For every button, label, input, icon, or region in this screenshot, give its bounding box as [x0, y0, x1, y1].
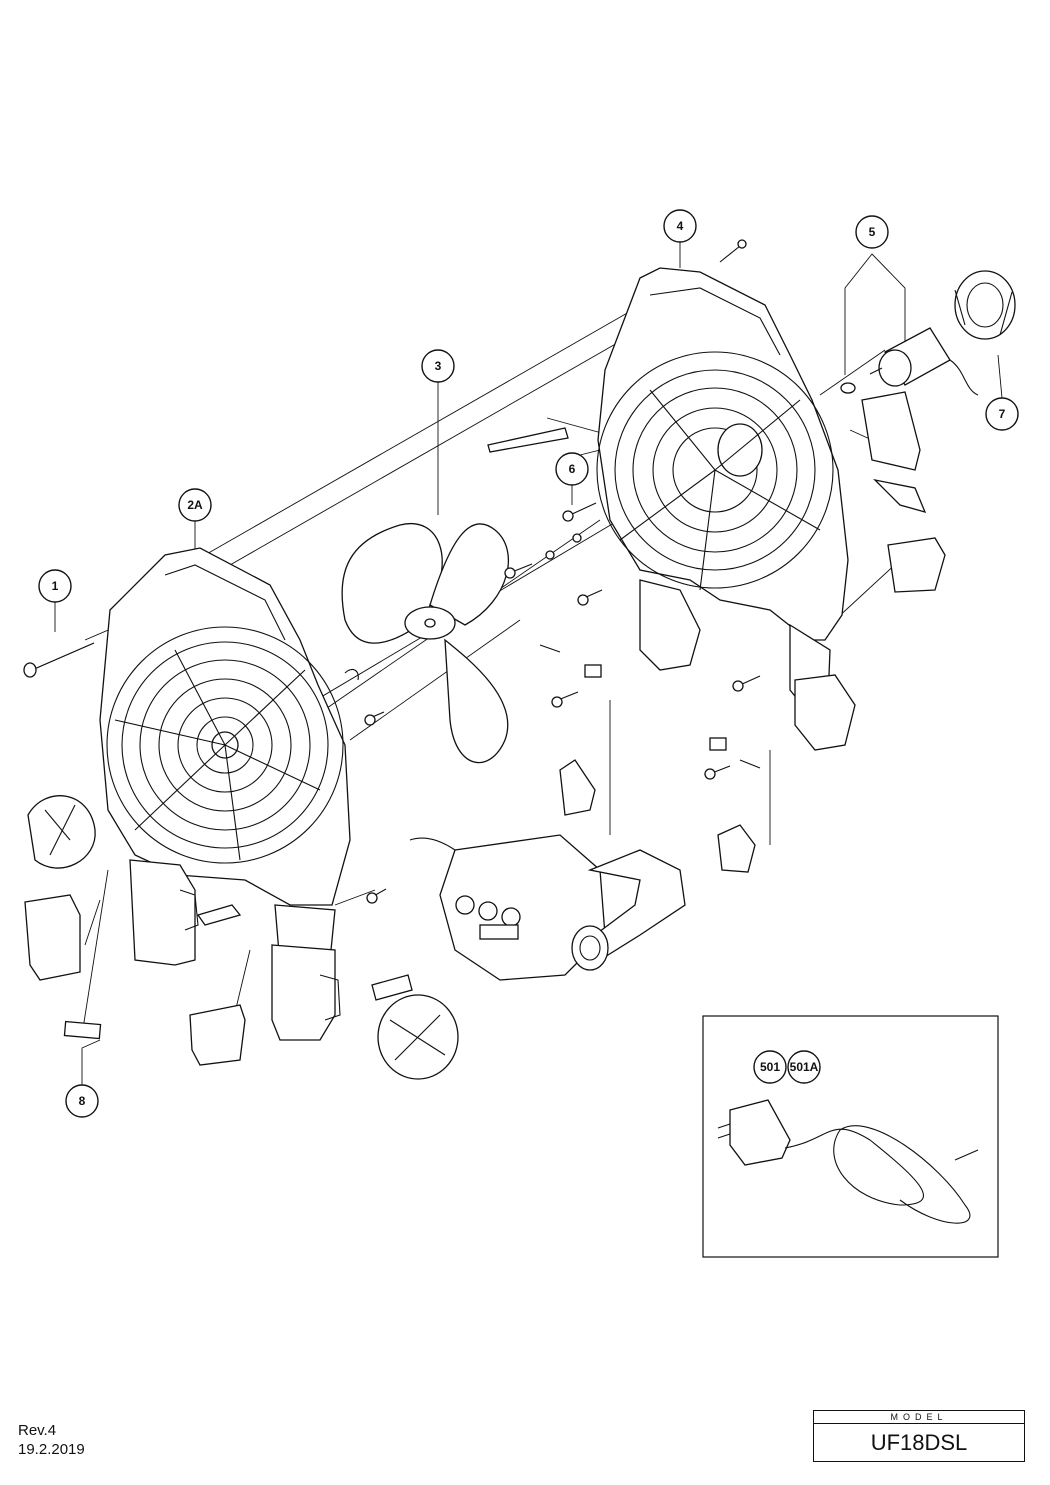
left-small-parts [24, 795, 459, 1080]
brackets-right [559, 391, 946, 873]
svg-text:6: 6 [569, 462, 576, 476]
revision-date: 19.2.2019 [18, 1441, 85, 1458]
small-screws [364, 239, 856, 904]
screw-g [704, 765, 731, 780]
callout-8: 8 [65, 1084, 99, 1118]
screw-f [732, 675, 761, 692]
svg-text:501: 501 [760, 1060, 780, 1074]
model-number: UF18DSL [870, 1430, 968, 1455]
part-2a-front-housing [99, 547, 351, 1041]
adapter-inset [702, 1015, 999, 1258]
screw-d [364, 711, 385, 726]
svg-text:501A: 501A [790, 1060, 819, 1074]
callout-3: 3 [421, 349, 455, 383]
part-3-fan-blade [341, 522, 509, 764]
screw-top [719, 239, 747, 263]
model-caption: MODEL [814, 1411, 1024, 1424]
revision-label: Rev.4 [18, 1422, 57, 1439]
screw-b [577, 589, 603, 606]
part-7-motor-cap [954, 270, 1016, 340]
svg-text:7: 7 [999, 407, 1006, 421]
callout-2a: 2A [178, 488, 212, 522]
switch-handle-unit [409, 834, 686, 981]
callout-4: 4 [663, 209, 697, 243]
screw-c [551, 691, 579, 708]
model-box: MODEL UF18DSL [813, 1410, 1025, 1462]
part-4-rear-housing [596, 267, 856, 751]
callout-501a: 501A [787, 1050, 821, 1084]
screw-a [504, 563, 533, 579]
part-1-long-screw [23, 642, 95, 678]
svg-text:5: 5 [869, 225, 876, 239]
revision-block: Rev.4 19.2.2019 [18, 1421, 85, 1459]
screw-e [366, 888, 387, 904]
svg-text:1: 1 [52, 579, 59, 593]
callout-5: 5 [855, 215, 889, 249]
leader-lines [54, 242, 1003, 1085]
callout-6: 6 [555, 452, 589, 486]
svg-text:2A: 2A [187, 498, 203, 512]
callout-501: 501 [753, 1050, 787, 1084]
callout-1: 1 [38, 569, 72, 603]
part-5-motor [869, 327, 979, 396]
callout-7: 7 [985, 397, 1019, 431]
screw-6 [562, 502, 597, 522]
svg-text:8: 8 [79, 1094, 86, 1108]
svg-text:4: 4 [677, 219, 684, 233]
svg-text:3: 3 [435, 359, 442, 373]
